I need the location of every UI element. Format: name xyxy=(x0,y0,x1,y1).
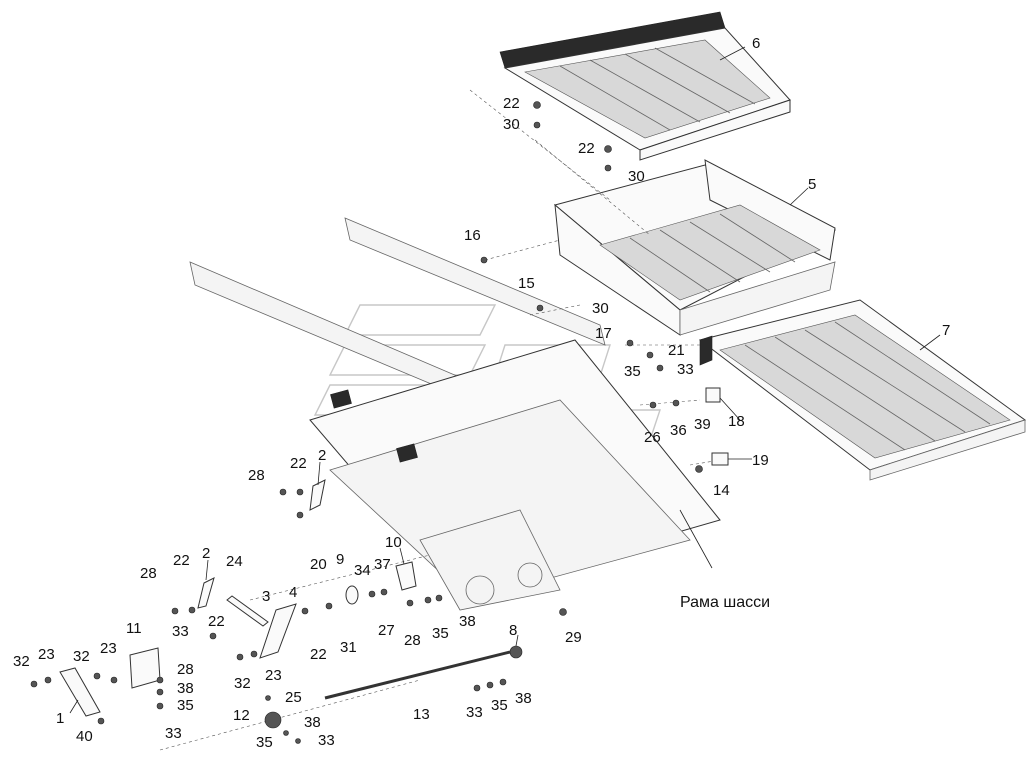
part-5-sieve-frame xyxy=(553,159,837,336)
label-28: 28 xyxy=(140,565,157,582)
label-30: 30 xyxy=(503,116,520,133)
label-28: 28 xyxy=(248,467,265,484)
label-16: 16 xyxy=(464,227,481,244)
label-30: 30 xyxy=(592,300,609,317)
label-33: 33 xyxy=(165,725,182,742)
label-40: 40 xyxy=(76,728,93,745)
label-28: 28 xyxy=(404,632,421,649)
label-38: 38 xyxy=(515,690,532,707)
label-38: 38 xyxy=(459,613,476,630)
label-32: 32 xyxy=(234,675,251,692)
label-9: 9 xyxy=(336,551,344,568)
label-6: 6 xyxy=(752,35,760,52)
label-23: 23 xyxy=(100,640,117,657)
label-35: 35 xyxy=(177,697,194,714)
label-34: 34 xyxy=(354,562,371,579)
label-11: 11 xyxy=(126,620,142,637)
label-5: 5 xyxy=(808,176,816,193)
label-17: 17 xyxy=(595,325,612,342)
label-19: 19 xyxy=(752,452,769,469)
label-33: 33 xyxy=(318,732,335,749)
label-12: 12 xyxy=(233,707,250,724)
label-33: 33 xyxy=(677,361,694,378)
label-20: 20 xyxy=(310,556,327,573)
part-7-lower-sieve xyxy=(698,299,1027,481)
label-35: 35 xyxy=(491,697,508,714)
label-25: 25 xyxy=(285,689,302,706)
label-36: 36 xyxy=(670,422,687,439)
label-35: 35 xyxy=(256,734,273,751)
label-38: 38 xyxy=(304,714,321,731)
label-24: 24 xyxy=(226,553,243,570)
label-31: 31 xyxy=(340,639,357,656)
chassis-frame xyxy=(189,217,721,611)
label-35: 35 xyxy=(624,363,641,380)
label-27: 27 xyxy=(378,622,395,639)
label-28: 28 xyxy=(177,661,194,678)
label-37: 37 xyxy=(374,556,391,573)
label-8: 8 xyxy=(509,622,517,639)
label-35: 35 xyxy=(432,625,449,642)
label-13: 13 xyxy=(413,706,430,723)
label-1: 1 xyxy=(56,710,64,727)
label-22: 22 xyxy=(208,613,225,630)
label-2: 2 xyxy=(202,545,210,562)
label-33: 33 xyxy=(466,704,483,721)
label-39: 39 xyxy=(694,416,711,433)
callout-labels: 6 22 30 22 30 5 16 15 30 7 17 21 35 33 1… xyxy=(13,35,950,751)
label-2: 2 xyxy=(318,447,326,464)
label-32: 32 xyxy=(13,653,30,670)
label-3: 3 xyxy=(262,588,270,605)
linkage-parts xyxy=(59,387,729,729)
label-7: 7 xyxy=(942,322,950,339)
part-6-top-grate xyxy=(499,11,791,161)
label-21: 21 xyxy=(668,342,685,359)
label-10: 10 xyxy=(385,534,402,551)
label-29: 29 xyxy=(565,629,582,646)
label-30: 30 xyxy=(628,168,645,185)
label-22: 22 xyxy=(290,455,307,472)
leader-lines xyxy=(69,46,941,714)
label-22: 22 xyxy=(310,646,327,663)
label-38: 38 xyxy=(177,680,194,697)
construction-lines xyxy=(159,89,721,751)
label-14: 14 xyxy=(713,482,730,499)
label-22: 22 xyxy=(503,95,520,112)
label-22: 22 xyxy=(173,552,190,569)
label-22: 22 xyxy=(578,140,595,157)
label-15: 15 xyxy=(518,275,535,292)
label-32: 32 xyxy=(73,648,90,665)
label-23: 23 xyxy=(38,646,55,663)
label-26: 26 xyxy=(644,429,661,446)
label-23: 23 xyxy=(265,667,282,684)
label-18: 18 xyxy=(728,413,745,430)
label-4: 4 xyxy=(289,584,297,601)
hardware-fasteners xyxy=(30,101,703,744)
chassis-frame-caption: Рама шасси xyxy=(680,594,770,611)
label-33: 33 xyxy=(172,623,189,640)
